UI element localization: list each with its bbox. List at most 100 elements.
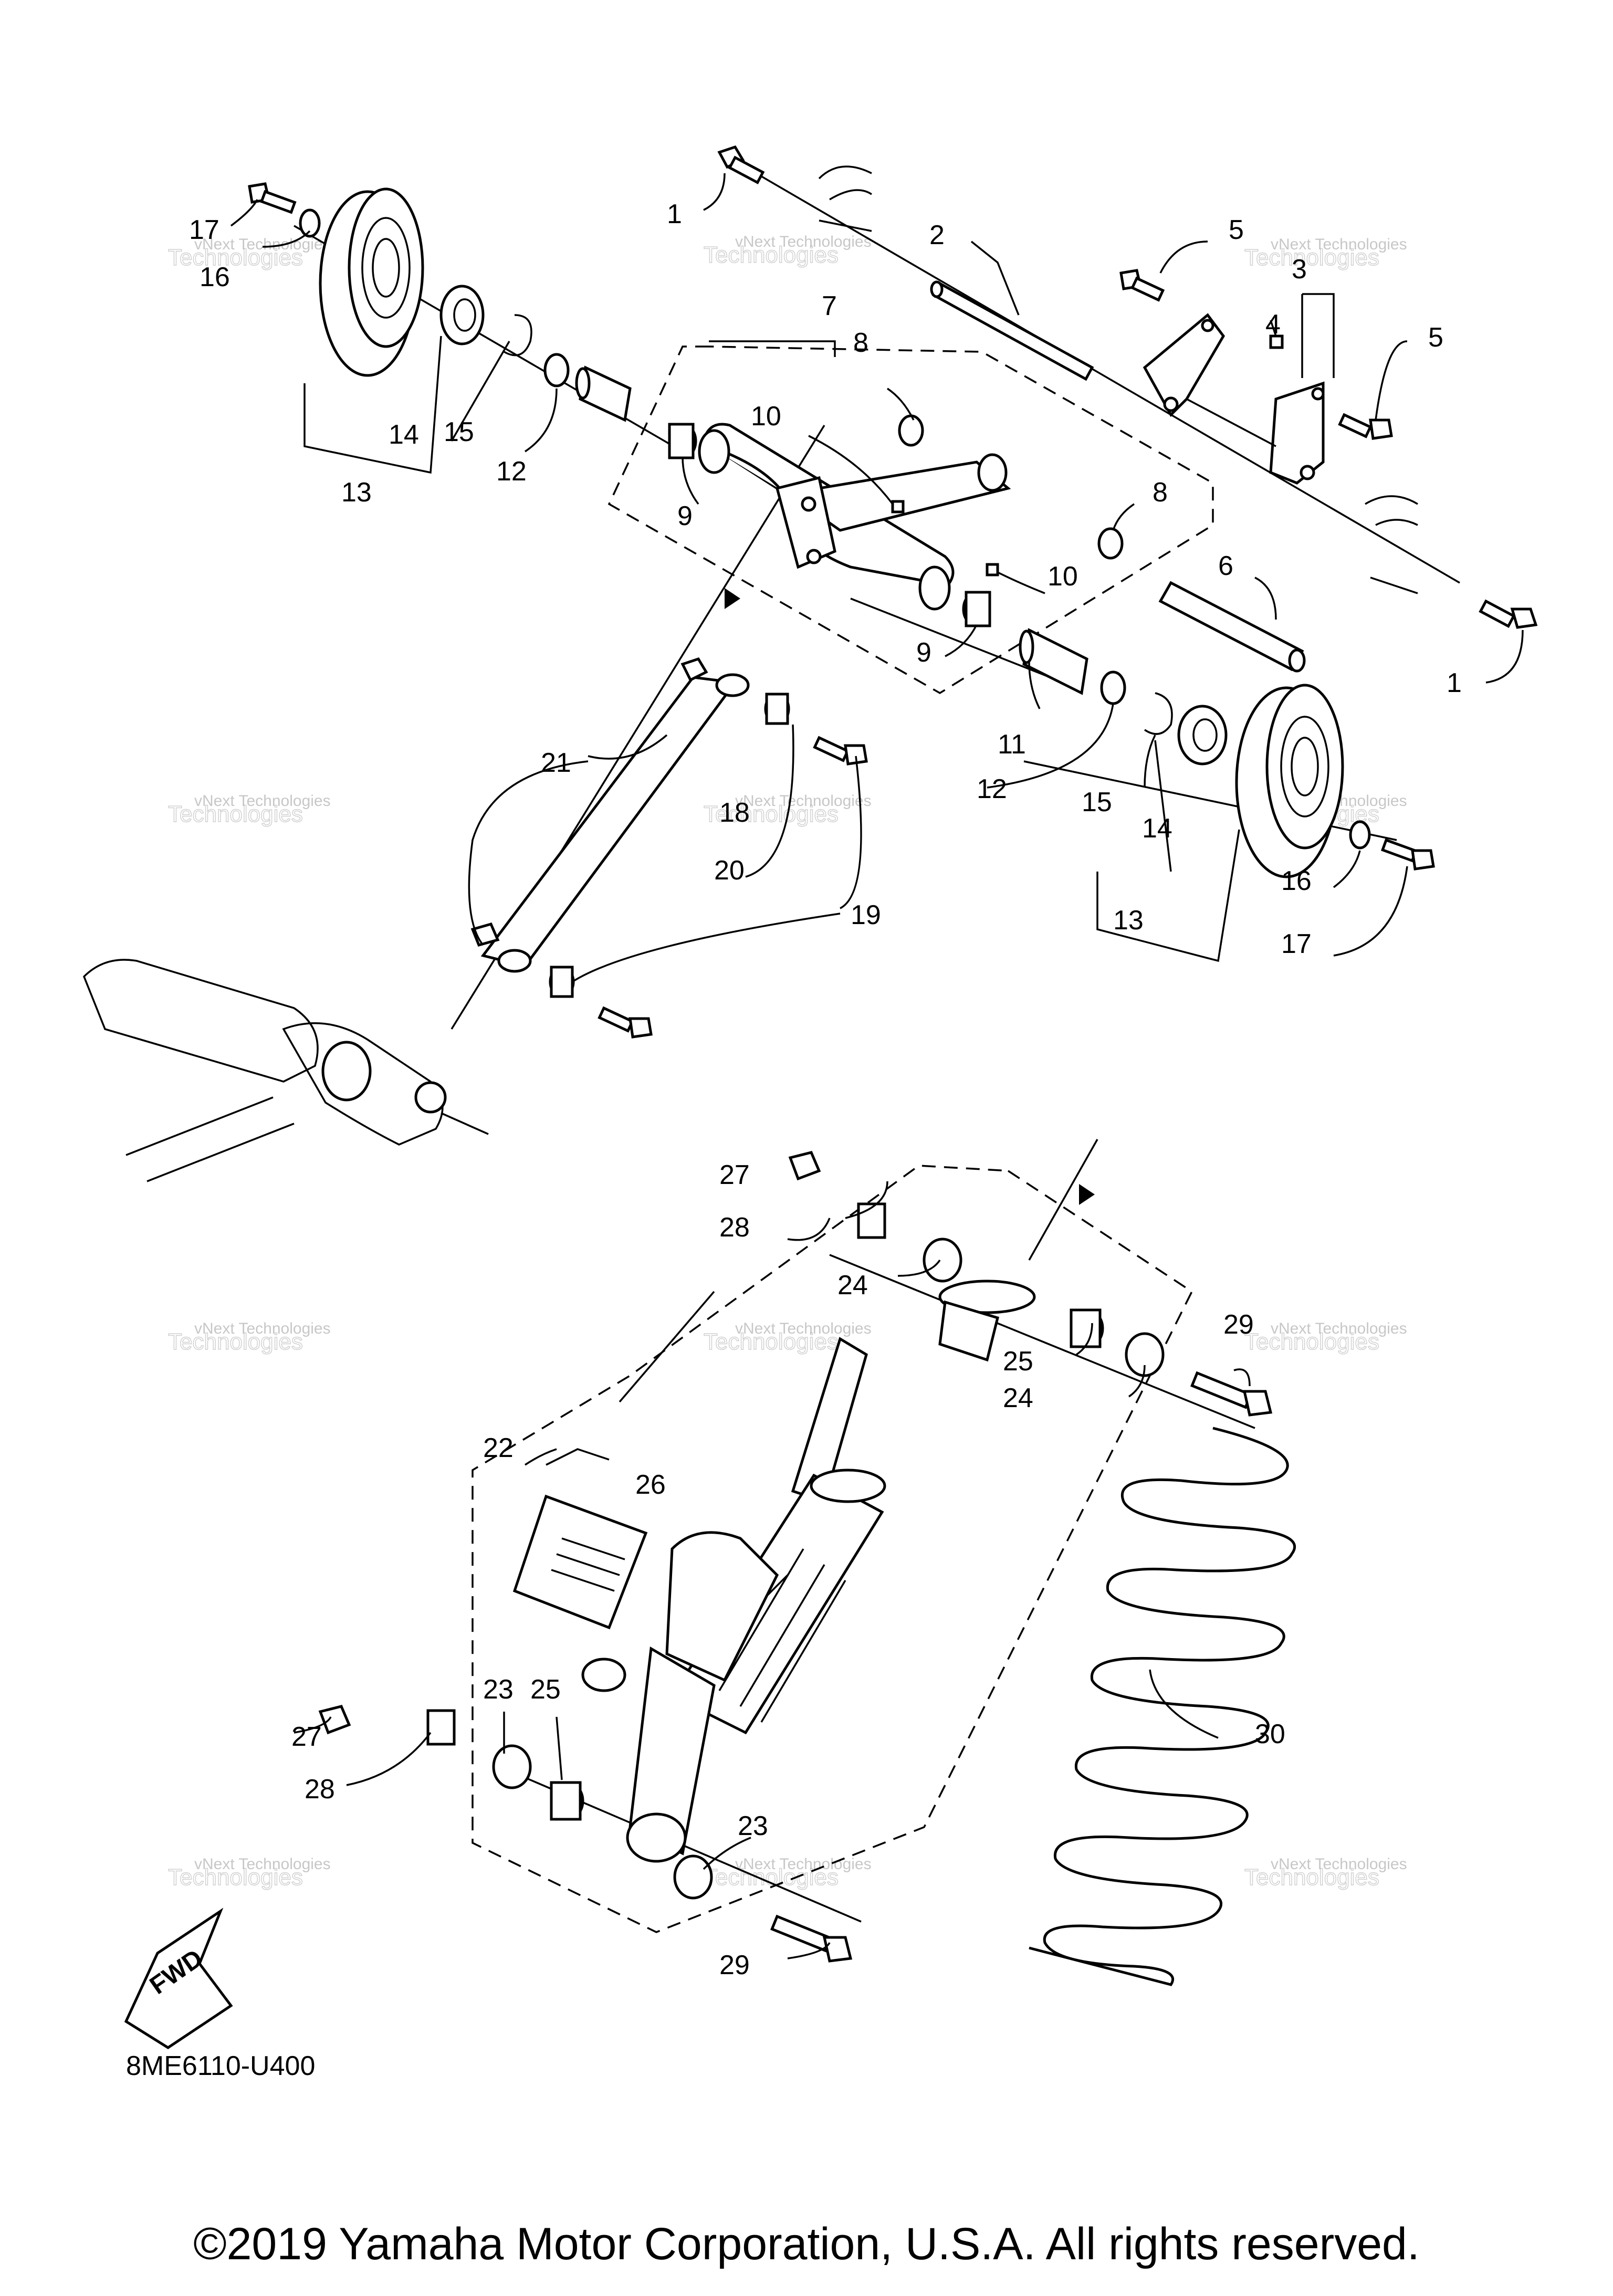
bushing-part-23-top <box>492 1744 532 1789</box>
callout-label: 29 <box>719 1950 750 1980</box>
circlip-part-15-right <box>1144 692 1173 735</box>
callout-label: 1 <box>1447 668 1462 698</box>
callout-label: 17 <box>1281 929 1312 959</box>
callout-label: 12 <box>977 774 1007 804</box>
callout-label: 20 <box>714 855 745 886</box>
collar-part-20-bottom <box>549 966 575 998</box>
bracket-part-3 <box>1143 313 1325 485</box>
callout-label: 14 <box>1142 813 1172 844</box>
bolt-part-19-bottom <box>598 1006 653 1039</box>
collar-part-28-bottom <box>426 1709 456 1746</box>
callout-label: 14 <box>389 420 419 450</box>
grease-nipple-part-4 <box>1269 334 1284 349</box>
callout-label: 19 <box>851 900 881 930</box>
callout-label: 27 <box>719 1160 750 1190</box>
collar-part-25-top <box>1070 1308 1104 1348</box>
callout-label: 3 <box>1292 254 1307 285</box>
washer-part-16-left <box>299 208 321 238</box>
callout-label: 15 <box>1082 787 1112 817</box>
callout-label: 15 <box>444 417 474 447</box>
svg-text:Technologies: Technologies <box>168 1329 303 1355</box>
callout-label: 10 <box>751 401 781 432</box>
bushing-part-9-top <box>668 423 697 459</box>
bolt-part-1-bottom <box>1479 599 1538 629</box>
callout-label: 16 <box>1281 866 1312 896</box>
callout-label: 17 <box>189 215 219 245</box>
svg-text:vNext Technologies: vNext Technologies <box>194 236 331 253</box>
bearing-part-14-left <box>439 285 485 345</box>
circlip-part-15-left <box>504 314 532 357</box>
idler-wheel-part-13-left <box>319 187 424 377</box>
svg-text:vNext Technologies: vNext Technologies <box>735 792 872 810</box>
callout-label: 25 <box>530 1674 561 1705</box>
grease-nipple-part-10-top <box>891 500 905 513</box>
bushing-part-24-right <box>1125 1332 1165 1377</box>
bolt-part-5-left <box>1119 269 1165 302</box>
callout-label: 25 <box>1003 1346 1033 1377</box>
fwd-direction-arrow: FWD <box>124 1907 233 2049</box>
callout-label: 28 <box>305 1774 335 1805</box>
svg-text:vNext Technologies: vNext Technologies <box>194 1320 331 1337</box>
svg-text:vNext Technologies: vNext Technologies <box>194 792 331 810</box>
callout-label: 9 <box>677 501 693 531</box>
svg-text:Technologies: Technologies <box>704 801 839 827</box>
callout-label: 24 <box>1003 1383 1033 1413</box>
callout-label: 10 <box>1048 561 1078 592</box>
nut-part-27-bottom <box>318 1705 351 1735</box>
bolt-part-17-left <box>248 182 297 214</box>
bump-stop-top <box>938 1280 1036 1362</box>
bushing-part-23-bottom <box>673 1854 713 1900</box>
shaft-part-6 <box>1158 581 1306 673</box>
svg-text:Technologies: Technologies <box>168 245 303 270</box>
svg-text:Technologies: Technologies <box>704 242 839 268</box>
callout-label: 12 <box>496 456 527 487</box>
callout-label: 4 <box>1265 309 1281 340</box>
callout-label: 6 <box>1218 551 1233 581</box>
svg-text:vNext Technologies: vNext Technologies <box>1271 236 1407 253</box>
leader-lines <box>230 173 1524 1959</box>
bushing-part-8-right <box>1097 527 1124 560</box>
svg-text:Technologies: Technologies <box>704 1329 839 1355</box>
bolt-part-29-bottom <box>770 1914 853 1963</box>
bolt-part-17-right <box>1380 838 1435 871</box>
bearing-part-14-right <box>1177 705 1228 766</box>
callout-label: 5 <box>1229 215 1244 245</box>
front-arm-fragment <box>82 959 489 1182</box>
link-rod-part-18 <box>480 673 750 973</box>
shaft-part-2 <box>930 280 1094 381</box>
callout-label: 1 <box>667 199 682 229</box>
callout-label: 18 <box>719 798 750 828</box>
callout-label: 13 <box>1113 905 1144 936</box>
svg-text:Technologies: Technologies <box>1244 1864 1379 1890</box>
collar-part-25-bottom <box>550 1781 584 1821</box>
svg-text:vNext Technologies: vNext Technologies <box>194 1855 331 1873</box>
svg-text:vNext Technologies: vNext Technologies <box>735 233 872 250</box>
diagram-code: 8ME6110-U400 <box>126 2051 316 2081</box>
fwd-arrow-small-top <box>725 588 740 609</box>
bolt-part-29-top <box>1190 1371 1273 1417</box>
idler-wheel-part-13-right <box>1235 684 1344 878</box>
callout-label: 8 <box>1153 477 1168 508</box>
fwd-arrow-small-bottom <box>1079 1184 1095 1205</box>
bushing-part-24-top <box>923 1238 962 1283</box>
svg-text:Technologies: Technologies <box>704 1864 839 1890</box>
callout-label: 27 <box>291 1722 322 1752</box>
callout-label: 5 <box>1428 322 1443 353</box>
callout-label: 8 <box>853 328 868 358</box>
svg-text:vNext Technologies: vNext Technologies <box>1271 1855 1407 1873</box>
callout-label: 7 <box>822 291 837 321</box>
callout-label: 2 <box>929 220 945 250</box>
callout-label: 9 <box>916 637 931 668</box>
